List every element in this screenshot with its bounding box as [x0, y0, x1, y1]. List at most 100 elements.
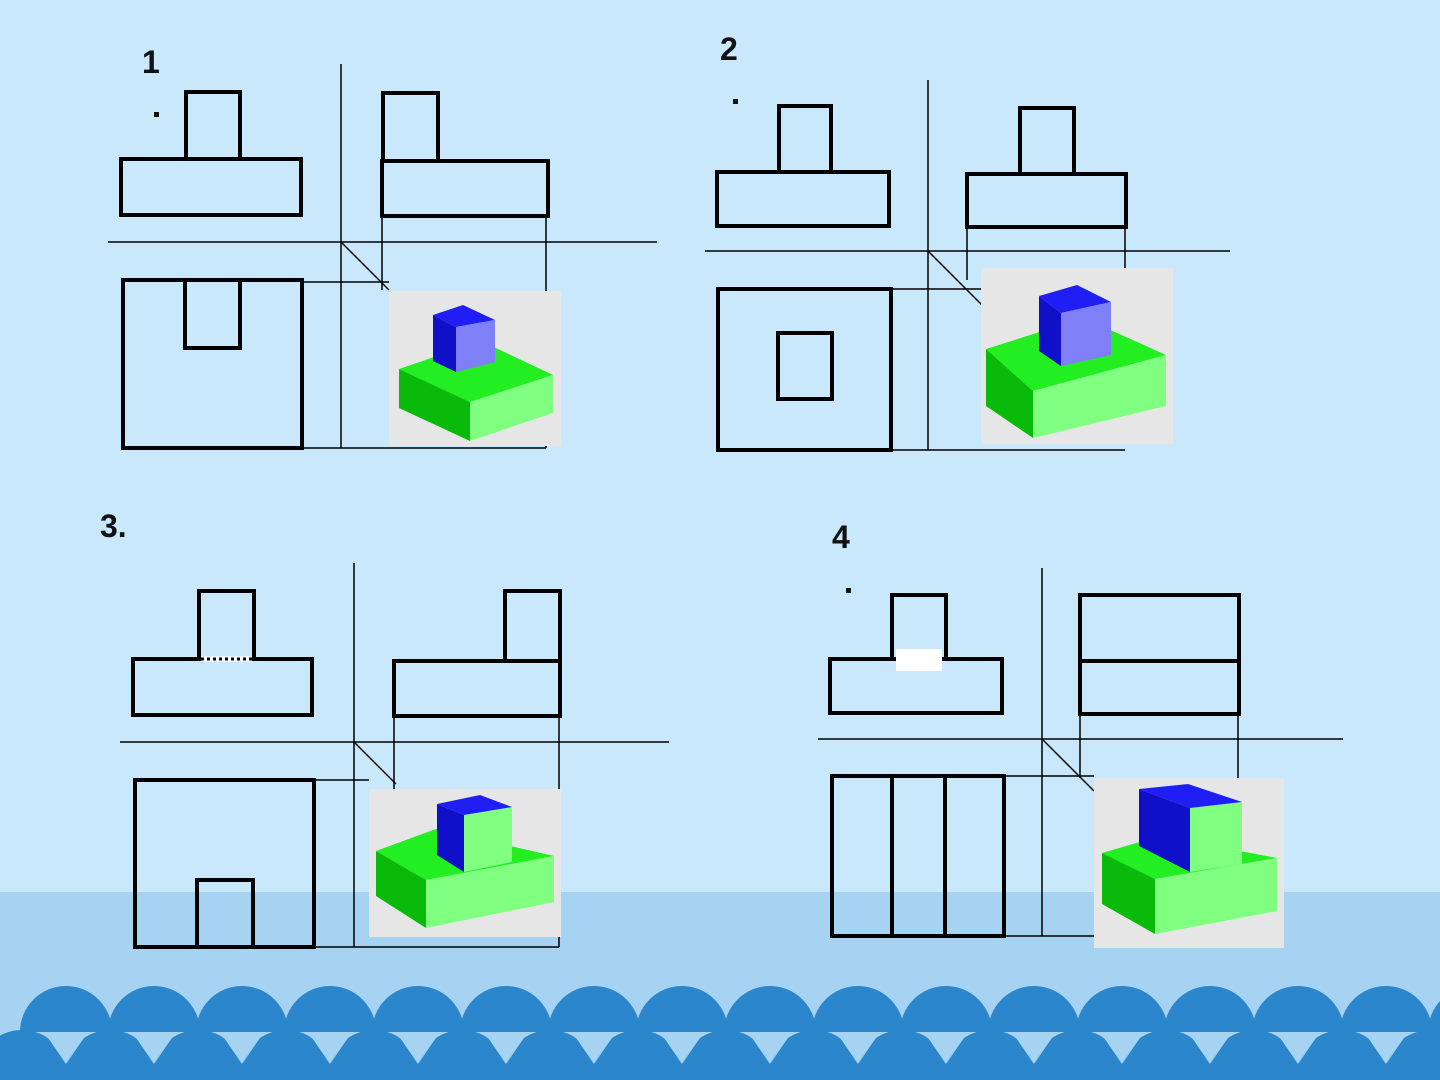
base-side-face — [376, 851, 426, 928]
base-front-face — [1033, 355, 1166, 438]
base-side-face — [986, 349, 1033, 438]
panel-2-drawing — [705, 80, 1230, 452]
wave-arch — [636, 986, 728, 1032]
cube-side-face — [456, 320, 495, 372]
panel-2-number: 2 — [720, 31, 738, 67]
wave-gap — [1364, 1032, 1408, 1064]
cube-top-face — [433, 305, 495, 327]
base-front-face — [426, 856, 554, 928]
panel-2-side-view-cube — [1018, 106, 1076, 176]
wave-arch — [416, 1030, 508, 1080]
panel-2-top-view-cube — [776, 331, 834, 401]
wave-arch — [0, 1030, 68, 1080]
wave-arch — [1384, 1030, 1440, 1080]
wave-arch — [1120, 1030, 1212, 1080]
panel-3-side-view-cube — [503, 589, 562, 663]
panel-3-front-view-cube — [197, 589, 256, 661]
wave-arch — [460, 986, 552, 1032]
panel-3-top-view-cube — [195, 878, 255, 949]
panel-3-side-view-slab — [392, 659, 562, 718]
wave-arch — [64, 1030, 156, 1080]
wave-arch — [592, 1030, 684, 1080]
wave-gap — [132, 1032, 176, 1064]
panel-2-front-view-slab — [715, 170, 891, 228]
wave-arch — [1032, 1030, 1124, 1080]
cube-top-face — [1039, 285, 1111, 313]
base-side-face — [399, 369, 470, 441]
wave-arch — [196, 986, 288, 1032]
cube-front-face — [1139, 789, 1190, 872]
wave-gap — [396, 1032, 440, 1064]
panel-2-3d-render — [981, 268, 1173, 444]
panel-3-front-view-slab — [131, 657, 314, 717]
wave-gap — [308, 1032, 352, 1064]
base-front-face — [470, 375, 553, 441]
base-side-face — [1102, 853, 1155, 934]
wave-gap — [1188, 1032, 1232, 1064]
wave-arch — [1208, 1030, 1300, 1080]
wave-arch — [108, 986, 200, 1032]
wave-arch — [1164, 986, 1256, 1032]
panel-3-number: 3. — [100, 508, 127, 544]
panel-4-number: 4 — [832, 519, 850, 555]
panel-1-top-view-slab — [121, 278, 304, 450]
wave-gap — [484, 1032, 528, 1064]
wave-gap — [1012, 1032, 1056, 1064]
panel-4-miter — [1041, 738, 1095, 792]
cube-side-face — [1061, 302, 1111, 366]
panel-2-miter — [927, 250, 983, 306]
wave-arch — [548, 986, 640, 1032]
panel-3-miter — [353, 741, 397, 785]
panel-4-front-view-gap — [896, 649, 942, 671]
wave-arch — [1076, 986, 1168, 1032]
wave-gap — [220, 1032, 264, 1064]
wave-gap — [924, 1032, 968, 1064]
wave-arch — [724, 986, 816, 1032]
wave-arch — [20, 986, 112, 1032]
panel-1-front-view-cube — [184, 90, 242, 161]
wave-gap — [748, 1032, 792, 1064]
wave-arch — [1296, 1030, 1388, 1080]
panel-1-number-dot — [154, 112, 159, 117]
panel-1-drawing — [108, 64, 657, 450]
wave-gap — [836, 1032, 880, 1064]
panel-1-side-view-cube — [381, 91, 440, 163]
panel-4-side-view-upper — [1078, 593, 1241, 663]
panel-4-top-view-slab — [830, 774, 1006, 938]
base-front-face — [1155, 858, 1277, 934]
panel-2-number-dot — [733, 99, 738, 104]
panel-1-number: 1 — [142, 44, 160, 80]
panel-4-number-dot — [846, 588, 851, 593]
panel-4-3d-render — [1094, 778, 1284, 948]
panel-1-top-view-cube — [183, 278, 242, 350]
wave-arch — [900, 986, 992, 1032]
panel-3-3d-render — [369, 789, 561, 937]
wave-arch — [284, 986, 376, 1032]
wave-arch — [1252, 986, 1344, 1032]
cube-top-face — [437, 795, 512, 815]
wave-gap — [1276, 1032, 1320, 1064]
panel-1-front-view-slab — [119, 157, 303, 217]
wave-arch — [944, 1030, 1036, 1080]
cube-front-face — [1039, 296, 1061, 366]
panel-4-side-view-lower — [1078, 659, 1241, 716]
wave-arch — [240, 1030, 332, 1080]
wave-arch — [988, 986, 1080, 1032]
wave-arch — [372, 986, 464, 1032]
wave-arch — [328, 1030, 420, 1080]
panel-2-front-view-cube — [777, 104, 833, 174]
wave-arch — [504, 1030, 596, 1080]
panel-4-drawing — [818, 568, 1343, 938]
wave-gap — [660, 1032, 704, 1064]
upright-front-face — [464, 807, 512, 872]
wave-gap — [572, 1032, 616, 1064]
panel-1-3d-render — [389, 291, 561, 446]
cube-top-face — [1139, 784, 1242, 808]
upright-front-face — [1190, 802, 1242, 872]
wave-arch — [1428, 1001, 1440, 1032]
wave-gap — [1100, 1032, 1144, 1064]
wave-arch — [812, 986, 904, 1032]
wave-gap — [44, 1032, 88, 1064]
panel-1-side-view-slab — [380, 159, 550, 218]
